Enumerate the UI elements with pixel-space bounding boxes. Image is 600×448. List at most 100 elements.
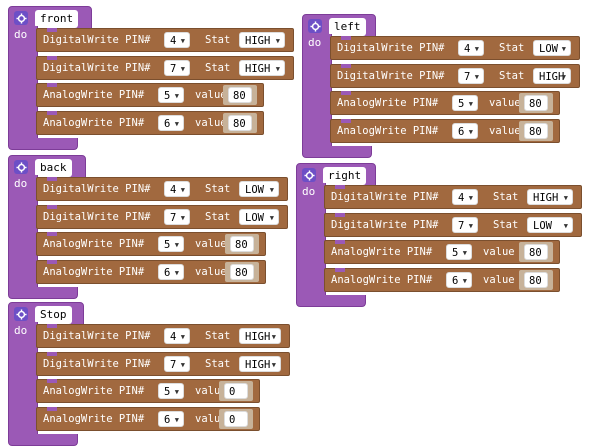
value-field[interactable]: 80 <box>230 236 254 252</box>
function-name-field[interactable]: front <box>35 10 79 28</box>
number-block[interactable]: 80 <box>519 242 553 262</box>
value-field[interactable]: 80 <box>524 95 548 111</box>
pin-dropdown[interactable]: 7▼ <box>452 216 478 233</box>
value-field[interactable]: 0 <box>224 410 248 427</box>
pin-dropdown[interactable]: 6▼ <box>158 263 184 280</box>
pin-dropdown[interactable]: 4▼ <box>458 40 484 56</box>
digitalwrite-label: DigitalWrite PIN# <box>43 34 151 46</box>
stat-dropdown[interactable]: HIGH▼ <box>527 189 573 205</box>
pin-dropdown[interactable]: 5▼ <box>446 244 472 260</box>
pin-dropdown[interactable]: 4▼ <box>164 181 190 197</box>
function-body-rail <box>302 34 332 146</box>
gear-icon[interactable] <box>308 19 322 33</box>
pin-dropdown[interactable]: 7▼ <box>164 355 190 372</box>
stat-dropdown[interactable]: LOW▼ <box>239 208 279 225</box>
stat-dropdown[interactable]: LOW▼ <box>533 40 571 56</box>
stat-value: HIGH <box>245 331 271 343</box>
value-field[interactable]: 80 <box>228 87 252 103</box>
number-block[interactable]: 80 <box>225 261 259 282</box>
chevron-down-icon: ▼ <box>563 194 568 202</box>
pin-dropdown[interactable]: 4▼ <box>164 328 190 344</box>
value-label: value <box>483 273 515 286</box>
chevron-down-icon: ▼ <box>561 45 566 53</box>
pin-dropdown[interactable]: 4▼ <box>164 32 190 48</box>
gear-icon[interactable] <box>302 168 316 182</box>
number-block[interactable]: 80 <box>519 120 553 141</box>
value-field[interactable]: 0 <box>224 383 248 399</box>
stat-label: Stat <box>493 191 519 203</box>
pin-dropdown[interactable]: 7▼ <box>164 59 190 76</box>
pin-value: 4 <box>170 184 177 196</box>
pin-dropdown[interactable]: 5▼ <box>158 383 184 399</box>
stat-dropdown[interactable]: HIGH▼ <box>239 32 285 48</box>
block-connector-notch <box>335 185 345 189</box>
stat-dropdown[interactable]: HIGH▼ <box>239 59 285 76</box>
function-name-field[interactable]: Stop <box>35 306 72 324</box>
value-field[interactable]: 80 <box>524 122 548 139</box>
number-block[interactable]: 0 <box>219 381 253 401</box>
value-field[interactable]: 80 <box>228 114 252 131</box>
stat-dropdown[interactable]: HIGH▼ <box>533 67 571 84</box>
pin-dropdown[interactable]: 6▼ <box>452 122 478 139</box>
number-block[interactable]: 80 <box>519 269 553 290</box>
pin-dropdown[interactable]: 6▼ <box>446 271 472 288</box>
pin-dropdown[interactable]: 7▼ <box>458 67 484 84</box>
chevron-down-icon: ▼ <box>180 360 185 369</box>
number-block[interactable]: 80 <box>223 85 257 105</box>
function-name-field[interactable]: left <box>329 18 366 36</box>
stat-dropdown[interactable]: LOW▼ <box>239 181 279 197</box>
chevron-down-icon: ▼ <box>174 119 179 128</box>
pin-dropdown[interactable]: 5▼ <box>158 236 184 252</box>
function-header[interactable]: back <box>8 155 86 181</box>
pin-dropdown[interactable]: 4▼ <box>452 189 478 205</box>
pin-dropdown[interactable]: 6▼ <box>158 114 184 131</box>
value-field[interactable]: 80 <box>524 244 548 260</box>
gear-icon[interactable] <box>14 11 28 25</box>
function-name-field[interactable]: back <box>35 159 72 177</box>
value-field[interactable]: 80 <box>524 271 548 288</box>
gear-icon[interactable] <box>14 160 28 174</box>
pin-dropdown[interactable]: 5▼ <box>158 87 184 103</box>
chevron-down-icon: ▼ <box>174 92 179 100</box>
number-block[interactable]: 80 <box>223 112 257 133</box>
gear-icon[interactable] <box>14 307 28 321</box>
number-block[interactable]: 80 <box>519 93 553 113</box>
stat-dropdown[interactable]: HIGH▼ <box>239 355 281 372</box>
analogwrite-block[interactable]: AnalogWrite PIN# 6▼ value 80 <box>324 267 560 292</box>
block-connector-notch <box>47 351 57 356</box>
value-field[interactable]: 80 <box>230 263 254 280</box>
pin-value: 5 <box>458 98 465 110</box>
pin-dropdown[interactable]: 7▼ <box>164 208 190 225</box>
pin-dropdown[interactable]: 6▼ <box>158 410 184 427</box>
number-block[interactable]: 80 <box>225 234 259 254</box>
number-block[interactable]: 0 <box>219 408 253 429</box>
chevron-down-icon: ▼ <box>275 64 280 73</box>
function-header[interactable]: Stop <box>8 302 84 328</box>
value-label: value <box>195 385 227 397</box>
stat-dropdown[interactable]: HIGH▼ <box>239 328 281 344</box>
stat-dropdown[interactable]: LOW▼ <box>527 216 573 233</box>
function-name-field[interactable]: right <box>323 167 367 185</box>
analogwrite-label: AnalogWrite PIN# <box>331 273 433 286</box>
pin-dropdown[interactable]: 5▼ <box>452 95 478 111</box>
